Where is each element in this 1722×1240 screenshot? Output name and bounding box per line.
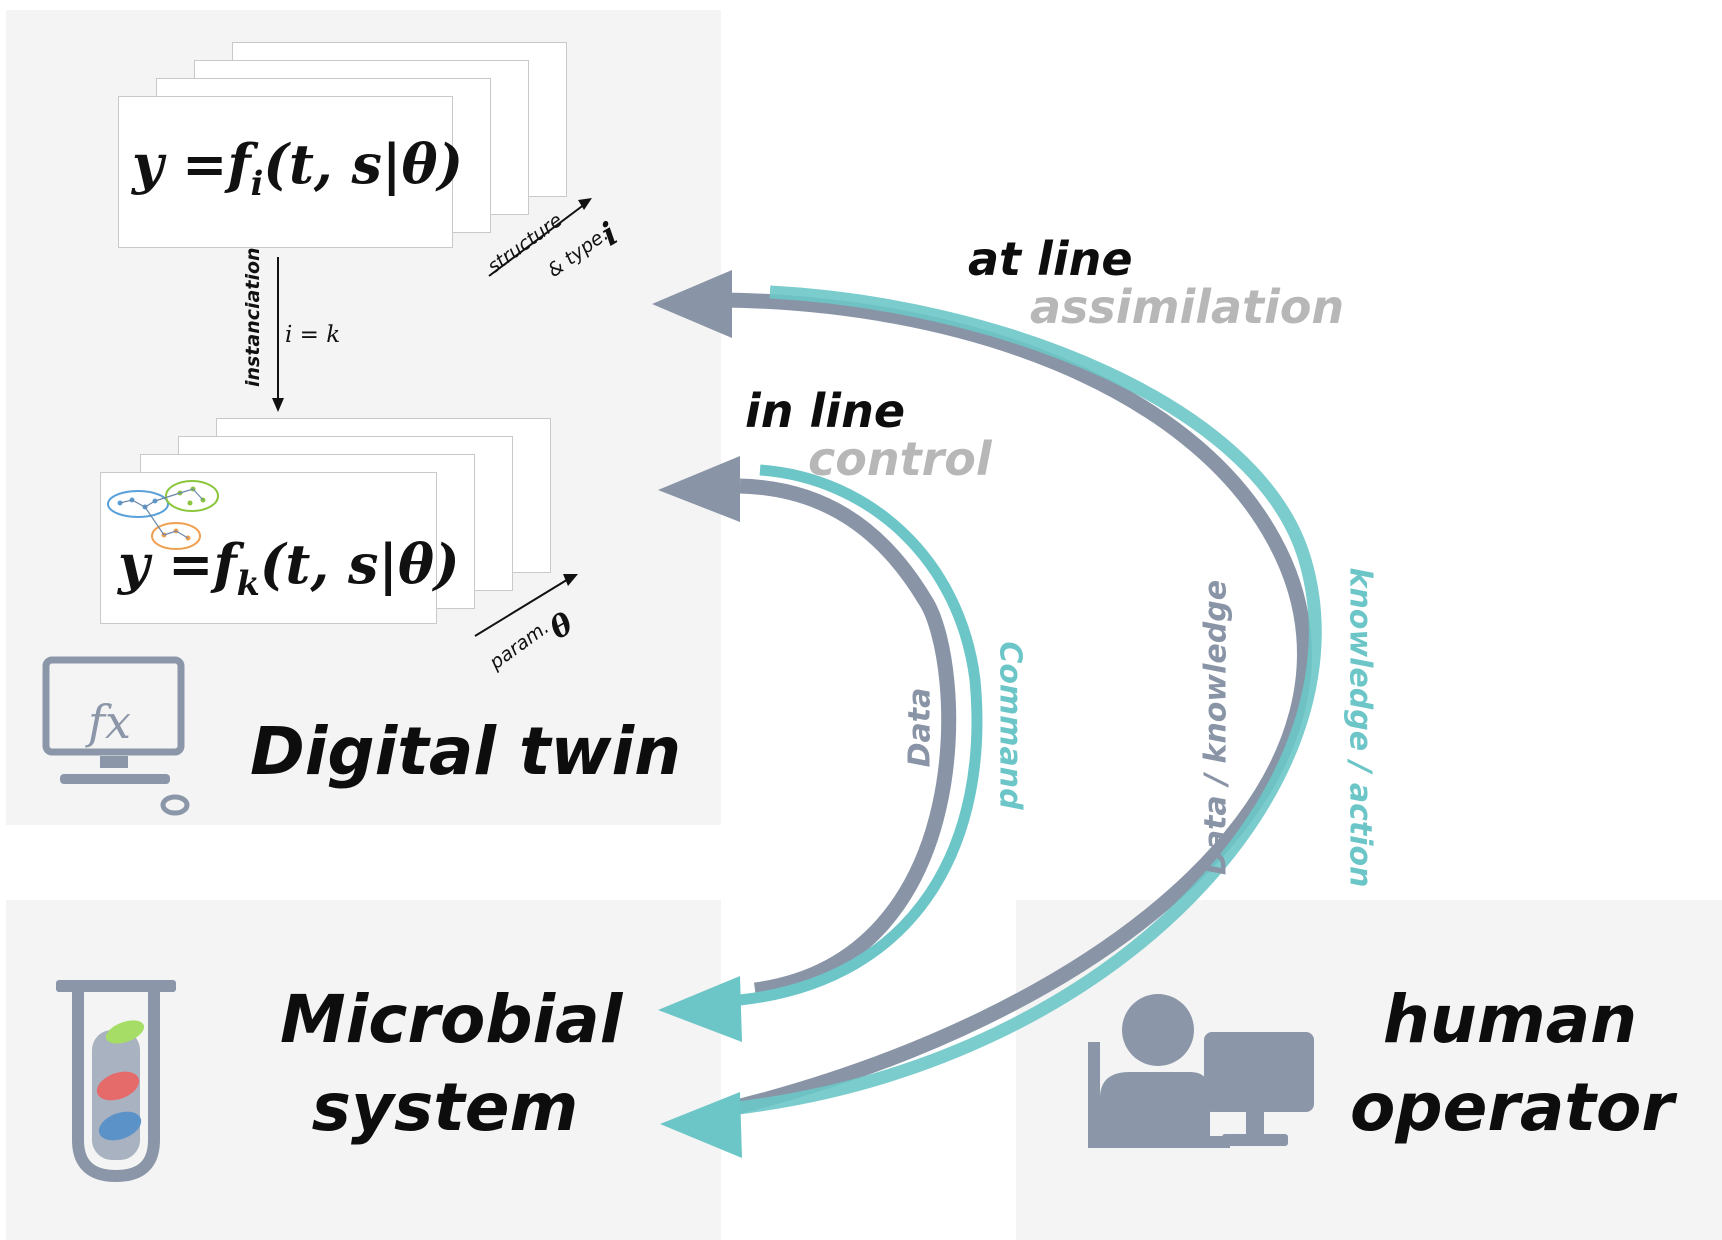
human-operator-title-line2: operator bbox=[1350, 1069, 1674, 1146]
in-line-command-label: Command bbox=[992, 641, 1028, 810]
instance-model-equation: y =fk(t, s|θ) bbox=[118, 532, 460, 603]
human-operator-title-line1: human bbox=[1382, 981, 1638, 1058]
at-line-knowledge-action-label: knowledge / action bbox=[1342, 567, 1378, 888]
assimilation-label: assimilation bbox=[1030, 280, 1345, 334]
microbial-system-title-line1: Microbial bbox=[280, 981, 623, 1058]
instanciation-formula: i = k bbox=[285, 322, 341, 348]
in-line-data-label: Data bbox=[902, 687, 938, 768]
model-card-generic bbox=[118, 96, 453, 248]
microbial-system-title-line2: system bbox=[311, 1069, 579, 1146]
generic-model-equation: y =fi(t, s|θ) bbox=[132, 132, 464, 203]
instanciation-label: instanciation bbox=[242, 247, 264, 387]
function-icon-text: fx bbox=[88, 695, 131, 749]
at-line-data-knowledge-label: Data / knowledge bbox=[1198, 579, 1234, 876]
control-label: control bbox=[808, 432, 992, 486]
at-line-label: at line bbox=[968, 232, 1133, 286]
in-line-label: in line bbox=[745, 384, 906, 438]
digital-twin-title: Digital twin bbox=[250, 713, 682, 790]
in-line-action-arrow bbox=[739, 464, 983, 1006]
